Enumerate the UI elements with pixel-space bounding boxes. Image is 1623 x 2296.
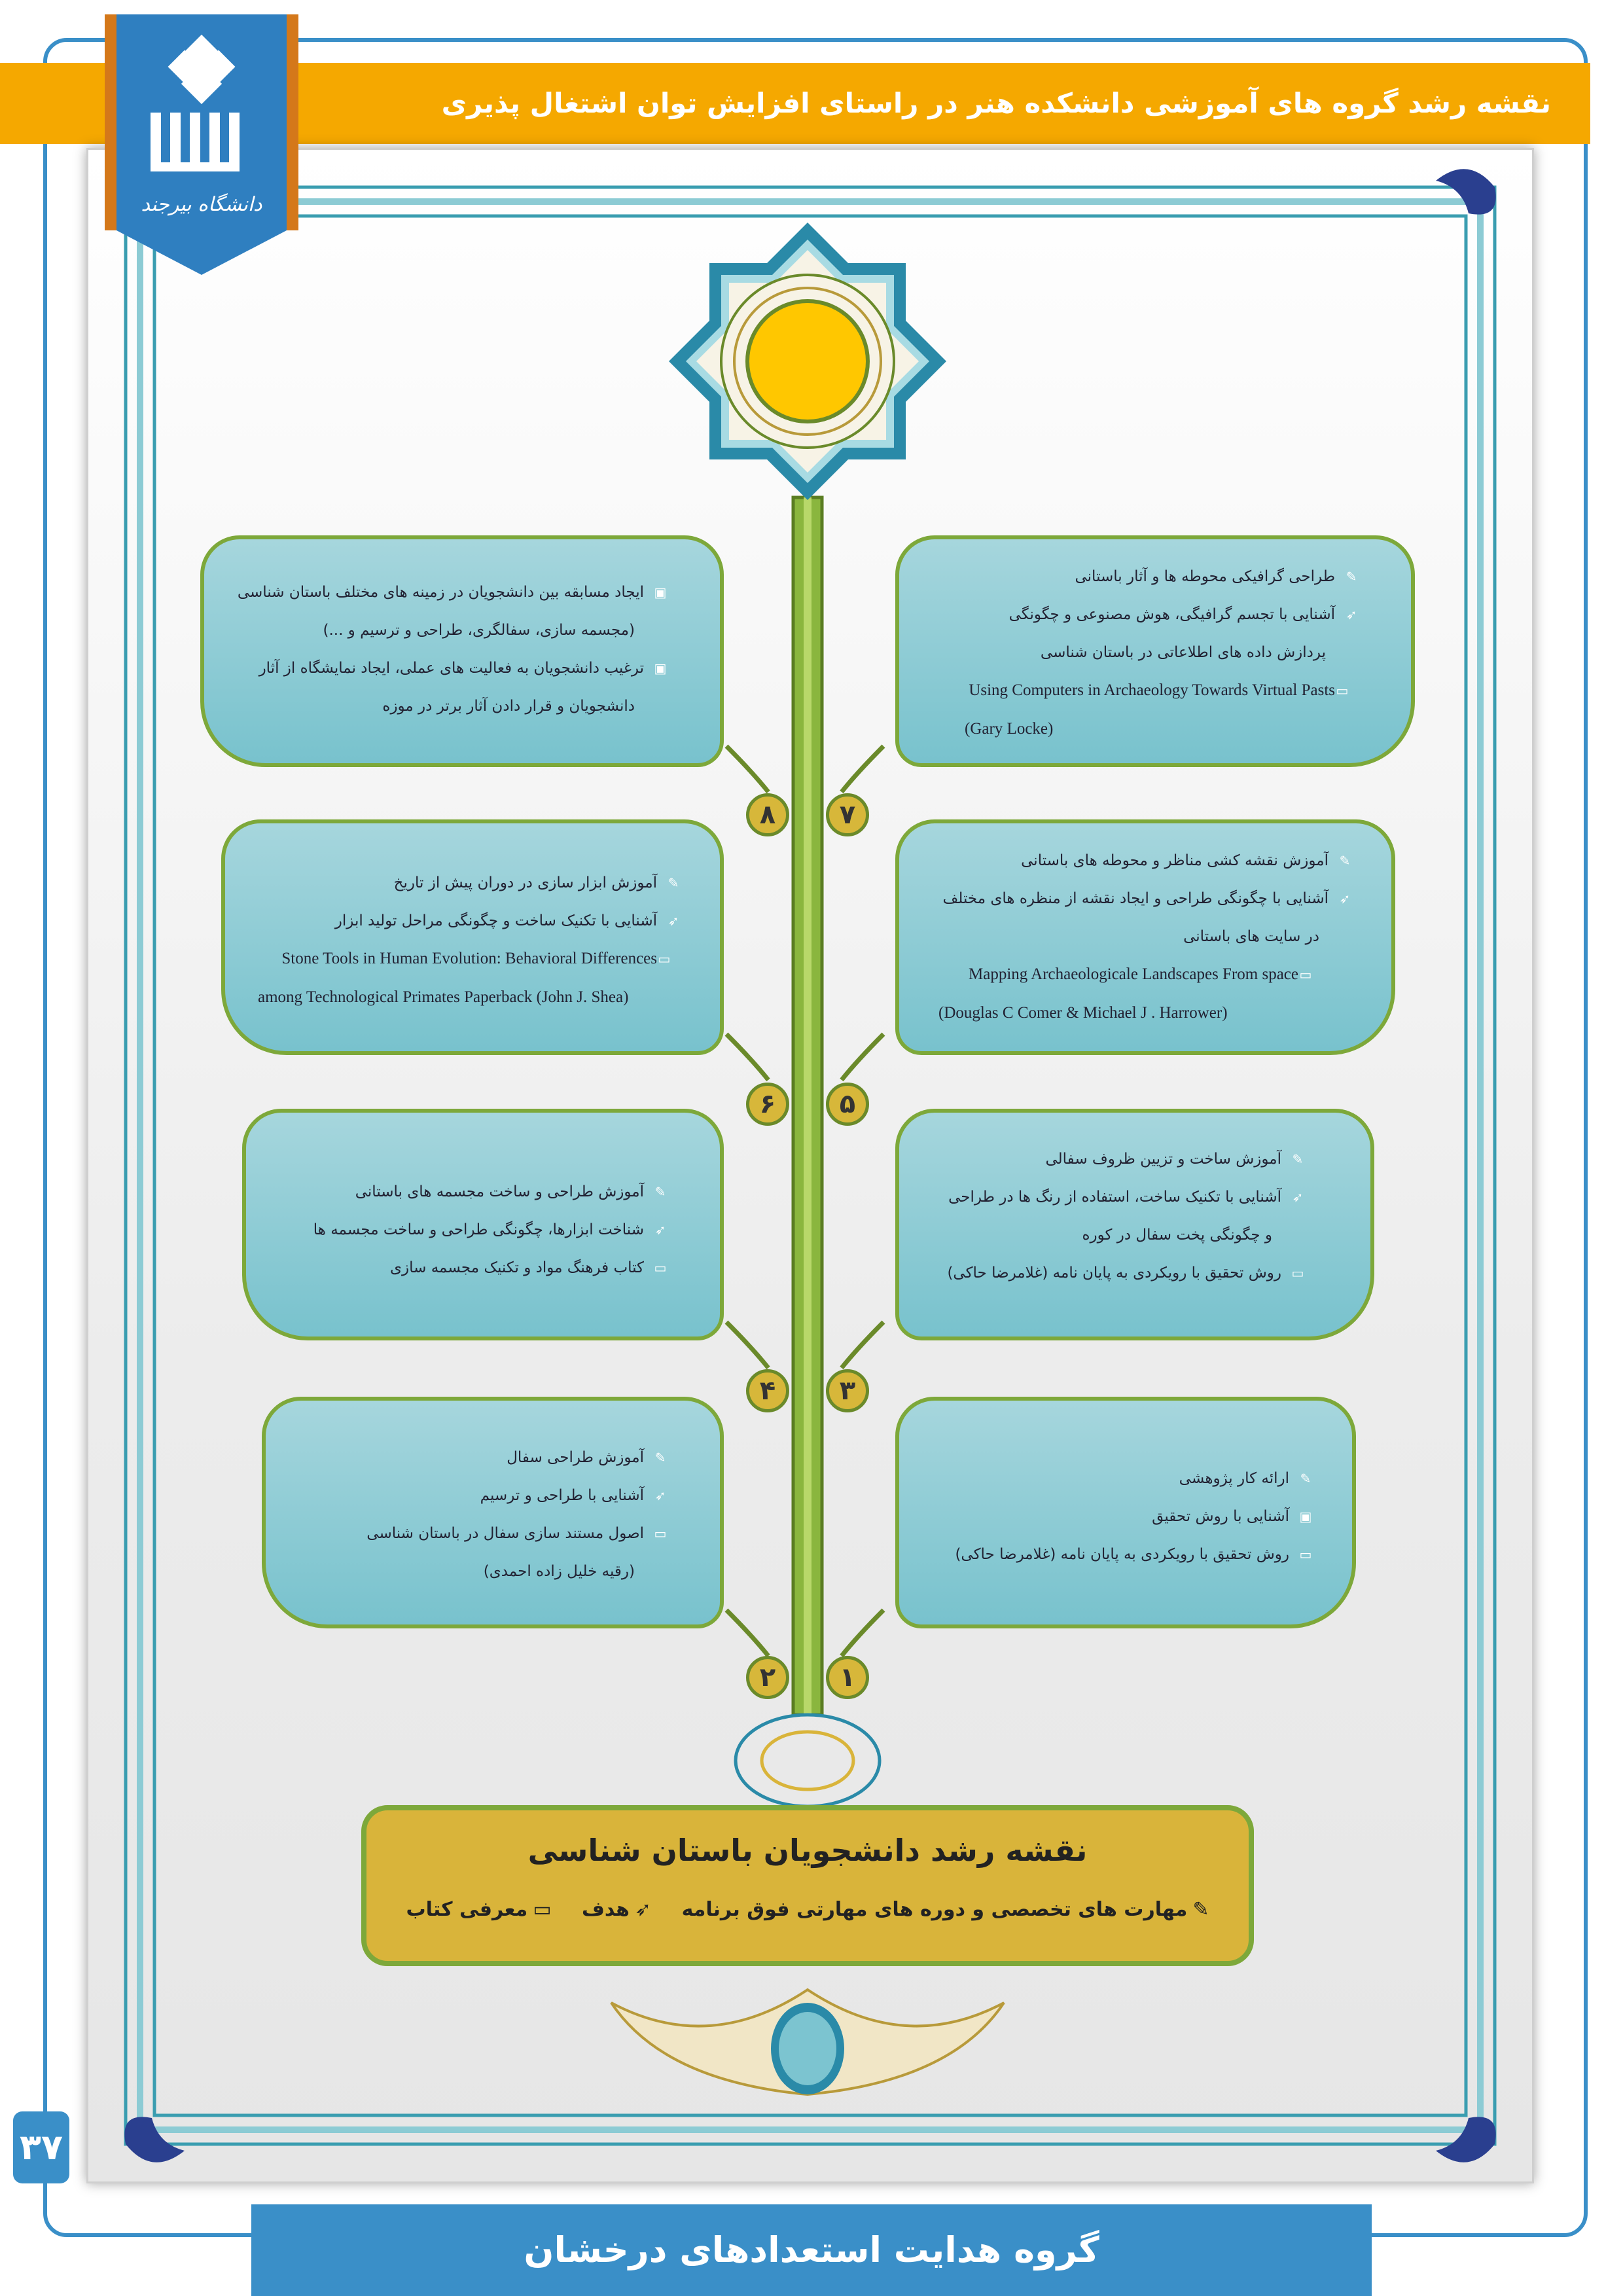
stage-4-box: ✎آموزش طراحی و ساخت مجسمه های باستانی ➶ش…: [242, 1109, 724, 1340]
legend-item-goal: ➶هدف: [582, 1898, 652, 1921]
stage-8-number: ۸: [746, 793, 789, 836]
book-icon: ▭: [654, 1260, 667, 1276]
target-icon: ➶: [1346, 607, 1357, 622]
stage-1-box: ✎ارائه کار پژوهشی ▣آشنایی با روش تحقیق ▭…: [895, 1397, 1356, 1628]
book-icon: ▭: [1299, 968, 1312, 982]
target-icon: ➶: [654, 1222, 666, 1238]
stage-2-number: ۲: [746, 1656, 789, 1699]
presentation-icon: ▣: [1299, 1509, 1312, 1524]
stage-3-number: ۳: [826, 1369, 869, 1412]
page-number: ۳۷: [13, 2111, 69, 2183]
stage-5-box: ✎آموزش نقشه کشی مناظر و محوطه های باستان…: [895, 819, 1395, 1055]
legend-title: نقشه رشد دانشجویان باستان شناسی: [527, 1833, 1088, 1868]
header-title: نقشه رشد گروه های آموزشی دانشکده هنر در …: [441, 87, 1551, 119]
target-icon: ➶: [1339, 891, 1351, 906]
book-icon: ▭: [654, 1526, 667, 1541]
pen-icon: ✎: [654, 1450, 666, 1465]
legend-item-skills: ✎مهارت های تخصصی و دوره های مهارتی فوق ب…: [681, 1898, 1209, 1921]
book-icon: ▭: [658, 952, 671, 967]
target-icon: ➶: [654, 1488, 666, 1503]
pen-icon: ✎: [1192, 1898, 1209, 1921]
target-icon: ➶: [668, 913, 679, 929]
stage-3-box: ✎آموزش ساخت و تزیین ظروف سفالی ➶آشنایی ب…: [895, 1109, 1374, 1340]
presentation-icon: ▣: [654, 660, 667, 676]
book-icon: ▭: [533, 1898, 552, 1921]
stage-1-number: ۱: [826, 1656, 869, 1699]
footer-text: گروه هدایت استعدادهای درخشان: [524, 2229, 1099, 2270]
stage-4-number: ۴: [746, 1369, 789, 1412]
presentation-icon: ▣: [654, 584, 667, 600]
pen-icon: ✎: [1300, 1471, 1311, 1486]
stage-5-number: ۵: [826, 1083, 869, 1126]
book-icon: ▭: [1291, 1265, 1304, 1281]
pen-icon: ✎: [668, 875, 679, 891]
stage-6-number: ۶: [746, 1083, 789, 1126]
target-icon: ➶: [634, 1898, 652, 1921]
logo-caption: دانشگاه بیرجند: [141, 193, 262, 216]
pen-icon: ✎: [1339, 853, 1351, 869]
university-logo: دانشگاه بیرجند: [105, 14, 298, 275]
stage-7-box: ✎طراحی گرافیکی محوطه ها و آثار باستانی ➶…: [895, 535, 1415, 767]
book-icon: ▭: [1336, 684, 1349, 698]
legend-box: [361, 1805, 1254, 1966]
stage-2-box: ✎آموزش طراحی سفال ➶آشنایی با طراحی و ترس…: [262, 1397, 724, 1628]
footer-bar: [251, 2204, 1372, 2296]
pen-icon: ✎: [1292, 1151, 1304, 1167]
stage-8-box: ▣ایجاد مسابقه بین دانشجویان در زمینه های…: [200, 535, 724, 767]
pen-icon: ✎: [654, 1184, 666, 1200]
target-icon: ➶: [1292, 1189, 1304, 1205]
stage-6-box: ✎آموزش ابزار سازی در دوران پیش از تاریخ …: [221, 819, 724, 1055]
legend-item-book: ▭معرفی کتاب: [406, 1898, 552, 1921]
legend: ✎مهارت های تخصصی و دوره های مهارتی فوق ب…: [361, 1898, 1254, 1921]
pen-icon: ✎: [1346, 569, 1357, 584]
ornamental-border: [124, 169, 1497, 2162]
book-icon: ▭: [1299, 1547, 1312, 1562]
stage-7-number: ۷: [826, 793, 869, 836]
